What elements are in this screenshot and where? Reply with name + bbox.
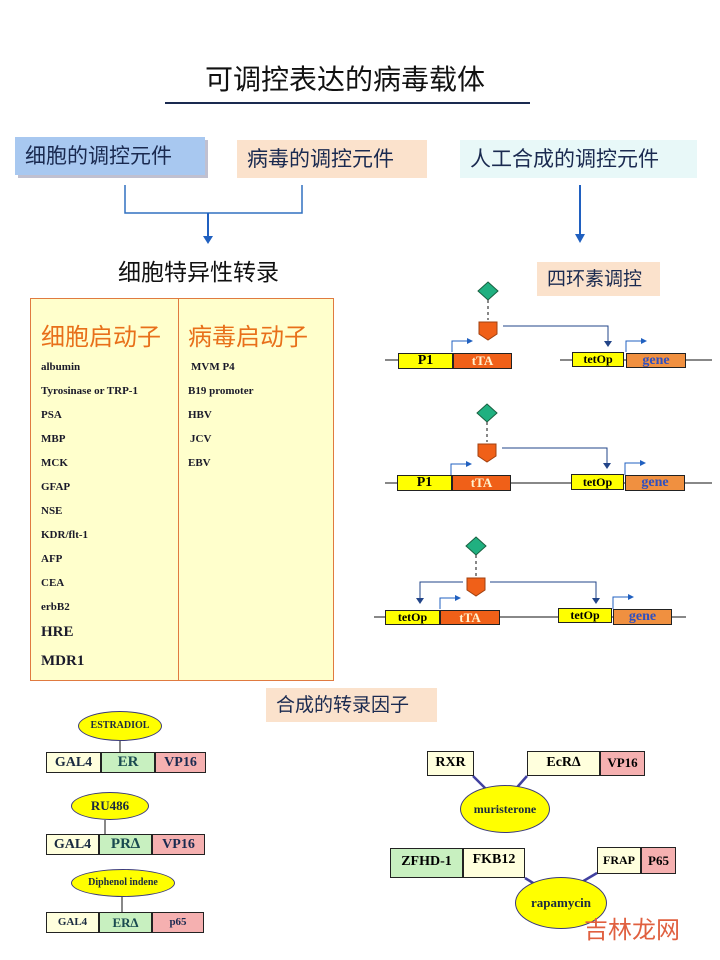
cell-promoter: Tyrosinase or TRP-1 (41, 385, 138, 397)
bracket (124, 185, 303, 214)
virus-promoter: MVM P4 (191, 361, 235, 373)
synthetic-tf-title: 合成的转录因子 (266, 688, 437, 722)
cell-promoter: PSA (41, 409, 62, 421)
cell-promoter-header: 细胞启动子 (41, 323, 161, 351)
tta-box: tTA (440, 610, 500, 625)
gene-box: gene (613, 609, 672, 625)
p1-box: P1 (398, 353, 453, 369)
cell-promoter: MDR1 (41, 653, 85, 669)
tetop-box: tetOp (571, 474, 624, 490)
tet-diagram-2 (385, 403, 712, 484)
ligand-ellipse: ESTRADIOL (78, 711, 162, 741)
page-title: 可调控表达的病毒载体 (204, 63, 485, 96)
vp16-box: VP16 (600, 751, 645, 776)
tetracycline-diamond-icon (476, 403, 498, 423)
cell-promoter: GFAP (41, 481, 71, 493)
tta-protein-icon (477, 443, 497, 463)
virus-promoter: JCV (190, 433, 212, 445)
cell-specific-title: 细胞特异性转录 (118, 260, 279, 286)
construct-part: PR∆ (99, 834, 152, 855)
arrowhead-icon (203, 236, 213, 244)
tta-protein-icon (466, 577, 486, 597)
tta-protein-icon (478, 321, 498, 341)
construct-part: ER (101, 752, 155, 773)
rapamycin-ellipse: rapamycin (515, 877, 607, 929)
category-viral: 病毒的调控元件 (237, 140, 427, 178)
construct-part: ER∆ (99, 912, 152, 933)
cell-promoter: HRE (41, 624, 74, 640)
p65-box: P65 (641, 847, 676, 874)
virus-promoter: HBV (188, 409, 212, 421)
construct-part: GAL4 (46, 834, 99, 855)
p1-box: P1 (397, 475, 452, 491)
ligand-ellipse: RU486 (71, 792, 149, 820)
virus-promoter: B19 promoter (188, 385, 254, 397)
cell-promoter: NSE (41, 505, 63, 517)
tetracycline-diamond-icon (477, 281, 499, 301)
construct-part: VP16 (152, 834, 205, 855)
tetop-box: tetOp (558, 608, 612, 623)
tta-box: tTA (452, 475, 511, 491)
gene-box: gene (626, 353, 686, 368)
watermark: 吉林龙网 (584, 916, 680, 944)
tet-diagram-1 (385, 281, 712, 361)
cell-promoter: KDR/flt-1 (41, 529, 89, 541)
arrowhead-icon (575, 234, 585, 243)
construct-part: VP16 (155, 752, 206, 773)
cell-promoter: erbB2 (41, 601, 70, 613)
tetop-box: tetOp (385, 610, 440, 625)
tta-box: tTA (453, 353, 512, 369)
cell-promoter: MBP (41, 433, 66, 445)
category-cellular: 细胞的调控元件 (15, 137, 205, 175)
cell-promoter: CEA (41, 577, 65, 589)
virus-promoter-header: 病毒启动子 (188, 323, 308, 351)
ligand-ellipse: Diphenol indene (71, 869, 175, 897)
promoter-table: 细胞启动子 病毒启动子 albumin Tyrosinase or TRP-1 … (30, 298, 334, 681)
cell-promoter: MCK (41, 457, 68, 469)
zfhd1-box: ZFHD-1 (390, 848, 463, 878)
muristerone-ellipse: muristerone (460, 785, 550, 833)
cell-promoter: AFP (41, 553, 63, 565)
frap-box: FRAP (597, 847, 641, 874)
tetop-box: tetOp (572, 352, 624, 367)
tet-diagram-3 (374, 536, 686, 618)
tetracycline-diamond-icon (465, 536, 487, 556)
category-synthetic: 人工合成的调控元件 (460, 140, 697, 178)
fkb12-box: FKB12 (463, 848, 525, 878)
tet-title: 四环素调控 (537, 262, 660, 296)
gene-box: gene (625, 475, 685, 491)
construct-part: GAL4 (46, 752, 101, 773)
virus-promoter: EBV (188, 457, 211, 469)
construct-part: GAL4 (46, 912, 99, 933)
cell-promoter: albumin (41, 361, 81, 373)
construct-part: p65 (152, 912, 204, 933)
ecr-box: EcR∆ (527, 751, 600, 776)
rxr-box: RXR (427, 751, 474, 776)
